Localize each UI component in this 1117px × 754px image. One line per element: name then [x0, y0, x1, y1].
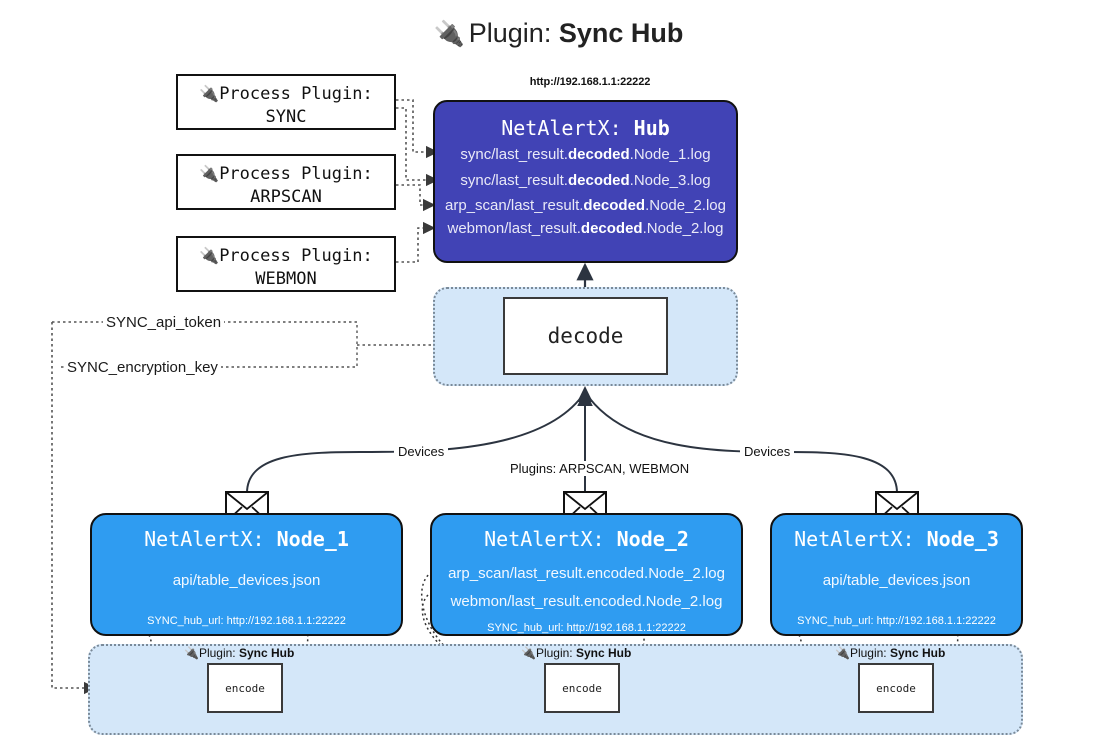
node-title: NetAlertX: Node_3: [794, 527, 999, 551]
sync-api-token-label: SYNC_api_token: [103, 314, 225, 331]
sync-hub-caption-node-2: 🔌Plugin: Sync Hub: [521, 646, 632, 660]
page-title-prefix: Plugin:: [468, 18, 552, 48]
decode-box[interactable]: decode: [503, 297, 668, 375]
process-plugin-label: Process Plugin:: [219, 246, 373, 266]
process-plugin-box-sync[interactable]: 🔌Process Plugin: SYNC: [176, 74, 396, 130]
process-plugin-box-arpscan[interactable]: 🔌Process Plugin: ARPSCAN: [176, 154, 396, 210]
process-plugin-label: Process Plugin:: [219, 84, 373, 104]
hub-title-name: Hub: [633, 116, 670, 140]
plug-icon: 🔌: [521, 646, 536, 660]
process-plugin-box-webmon[interactable]: 🔌Process Plugin: WEBMON: [176, 236, 396, 292]
edge-label-devices-left: Devices: [394, 444, 449, 459]
node-file-row: api/table_devices.json: [822, 572, 971, 589]
page-title-name: Sync Hub: [558, 18, 684, 48]
plug-icon: 🔌: [199, 248, 220, 265]
node-file-row: webmon/last_result.encoded.Node_2.log: [450, 593, 723, 610]
process-plugin-name: ARPSCAN: [250, 186, 322, 207]
node-file-row: api/table_devices.json: [172, 572, 321, 589]
plug-icon: 🔌: [199, 86, 220, 103]
node-title: NetAlertX: Node_2: [484, 527, 689, 551]
node-hub-url: SYNC_hub_url: http://192.168.1.1:22222: [487, 622, 686, 634]
node-box-node-2[interactable]: NetAlertX: Node_2 arp_scan/last_result.e…: [430, 513, 743, 636]
node-box-node-3[interactable]: NetAlertX: Node_3 api/table_devices.json…: [770, 513, 1023, 636]
node-title: NetAlertX: Node_1: [144, 527, 349, 551]
node-box-node-1[interactable]: NetAlertX: Node_1 api/table_devices.json…: [90, 513, 403, 636]
process-plugin-label: Process Plugin:: [219, 164, 373, 184]
hub-file-row: sync/last_result.decoded.Node_3.log: [460, 172, 711, 189]
process-plugin-name: WEBMON: [255, 268, 317, 289]
plug-icon: 🔌: [199, 166, 220, 183]
plug-icon: 🔌: [184, 646, 199, 660]
node-hub-url: SYNC_hub_url: http://192.168.1.1:22222: [147, 615, 346, 627]
plug-icon: 🔌: [835, 646, 850, 660]
node-hub-url: SYNC_hub_url: http://192.168.1.1:22222: [797, 615, 996, 627]
hub-file-row: arp_scan/last_result.decoded.Node_2.log: [445, 197, 726, 214]
sync-encryption-key-label: SYNC_encryption_key: [64, 359, 221, 376]
sync-hub-caption-node-1: 🔌Plugin: Sync Hub: [184, 646, 295, 660]
hub-file-row: webmon/last_result.decoded.Node_2.log: [447, 220, 724, 237]
encode-box-node-2[interactable]: encode: [544, 663, 620, 713]
hub-file-row: sync/last_result.decoded.Node_1.log: [460, 146, 711, 163]
node-file-row: arp_scan/last_result.encoded.Node_2.log: [448, 565, 725, 582]
hub-title-prefix: NetAlertX:: [501, 116, 622, 140]
edge-label-plugins-center: Plugins: ARPSCAN, WEBMON: [506, 461, 694, 476]
sync-hub-caption-node-3: 🔌Plugin: Sync Hub: [835, 646, 946, 660]
hub-url-label: http://192.168.1.1:22222: [529, 76, 651, 88]
encode-box-node-3[interactable]: encode: [858, 663, 934, 713]
process-plugin-name: SYNC: [265, 106, 307, 127]
plug-icon: 🔌: [433, 20, 465, 48]
edge-label-devices-right: Devices: [740, 444, 795, 459]
hub-title: NetAlertX: Hub: [435, 116, 736, 140]
encode-box-node-1[interactable]: encode: [207, 663, 283, 713]
page-title: 🔌Plugin: Sync Hub: [0, 18, 1117, 49]
hub-box[interactable]: NetAlertX: Hub sync/last_result.decoded.…: [433, 100, 738, 263]
